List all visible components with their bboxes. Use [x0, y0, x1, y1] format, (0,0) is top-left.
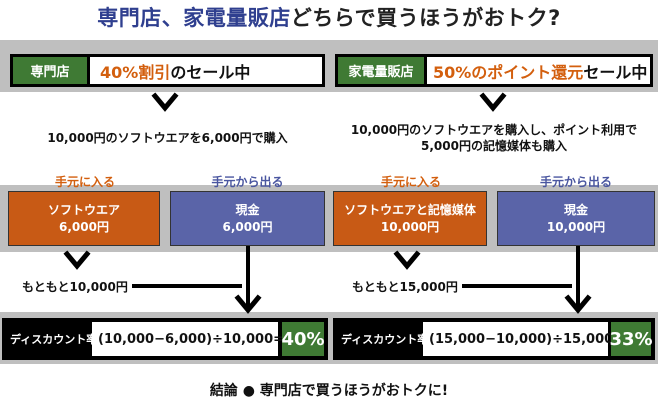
right-shop-label: 家電量販店	[338, 57, 424, 84]
right-connector-vertical	[576, 246, 580, 306]
left-in-header: 手元に入る	[54, 175, 115, 189]
right-down-arrow-3	[564, 294, 592, 314]
left-out-item: 現金	[235, 202, 260, 217]
left-out-header: 手元から出る	[211, 175, 284, 189]
left-down-arrow-1	[151, 92, 179, 112]
title-part1: 専門店、家電量販店	[97, 6, 291, 30]
conclusion-text: 専門店で買うほうがおトクに!	[259, 383, 449, 399]
title-part2: どちらで買うほうがおトク?	[290, 6, 561, 30]
left-original-price: もともと10,000円	[22, 280, 128, 294]
conclusion: 結論 ● 専門店で買うほうがおトクに!	[0, 380, 658, 400]
left-discount-label: ディスカウント率	[10, 333, 98, 346]
left-in-box: ソフトウエア 6,000円	[8, 191, 160, 246]
left-out-amount: 6,000円	[222, 219, 273, 234]
left-sale-highlight: 40%割引	[100, 62, 171, 82]
right-formula: (15,000−10,000)÷15,000≒	[423, 322, 624, 356]
right-original-price: もともと15,000円	[352, 280, 458, 294]
right-out-header: 手元から出る	[539, 175, 612, 189]
left-sale-suffix: のセール中	[170, 62, 251, 82]
right-out-item: 現金	[563, 202, 588, 217]
right-discount-rate: 33%	[609, 322, 653, 356]
right-out-box: 現金 10,000円	[497, 191, 655, 246]
right-discount-label: ディスカウント率	[341, 333, 429, 346]
conclusion-lead: 結論	[209, 383, 238, 399]
left-shop-label: 専門店	[13, 57, 87, 84]
right-out-amount: 10,000円	[546, 219, 606, 234]
left-down-arrow-3	[234, 294, 262, 314]
left-in-item: ソフトウエア	[47, 202, 120, 217]
right-in-item: ソフトウエアと記憶媒体	[344, 202, 476, 217]
right-connector-horizontal	[462, 284, 572, 288]
right-sale-text: 50%のポイント還元セール中	[427, 57, 650, 84]
right-down-arrow-2	[393, 250, 421, 270]
left-connector-vertical	[246, 246, 250, 306]
right-sale-highlight: 50%のポイント還元	[433, 62, 584, 82]
right-desc-line-2: 5,000円の記憶媒体も購入	[421, 139, 567, 153]
right-in-box: ソフトウエアと記憶媒体 10,000円	[333, 191, 487, 246]
right-desc-line-1: 10,000円のソフトウエアを購入し、ポイント利用で	[350, 123, 638, 137]
left-sale-text: 40%割引のセール中	[90, 57, 322, 84]
bullet-icon: ●	[242, 383, 255, 399]
right-sale-suffix: セール中	[583, 62, 648, 82]
right-down-arrow-1	[479, 92, 507, 112]
left-connector-horizontal	[132, 284, 242, 288]
page-title: 専門店、家電量販店どちらで買うほうがおトク?	[0, 2, 658, 32]
right-description: 10,000円のソフトウエアを購入し、ポイント利用で 5,000円の記憶媒体も購…	[335, 118, 653, 158]
left-formula: (10,000−6,000)÷10,000=	[92, 322, 284, 356]
left-in-amount: 6,000円	[59, 219, 109, 234]
left-out-box: 現金 6,000円	[170, 191, 325, 246]
left-down-arrow-2	[63, 250, 91, 270]
right-in-amount: 10,000円	[380, 219, 440, 234]
right-in-header: 手元に入る	[380, 175, 441, 189]
left-description: 10,000円のソフトウエアを6,000円で購入	[10, 118, 325, 158]
left-discount-rate: 40%	[281, 322, 325, 356]
left-desc-line: 10,000円のソフトウエアを6,000円で購入	[47, 131, 288, 145]
